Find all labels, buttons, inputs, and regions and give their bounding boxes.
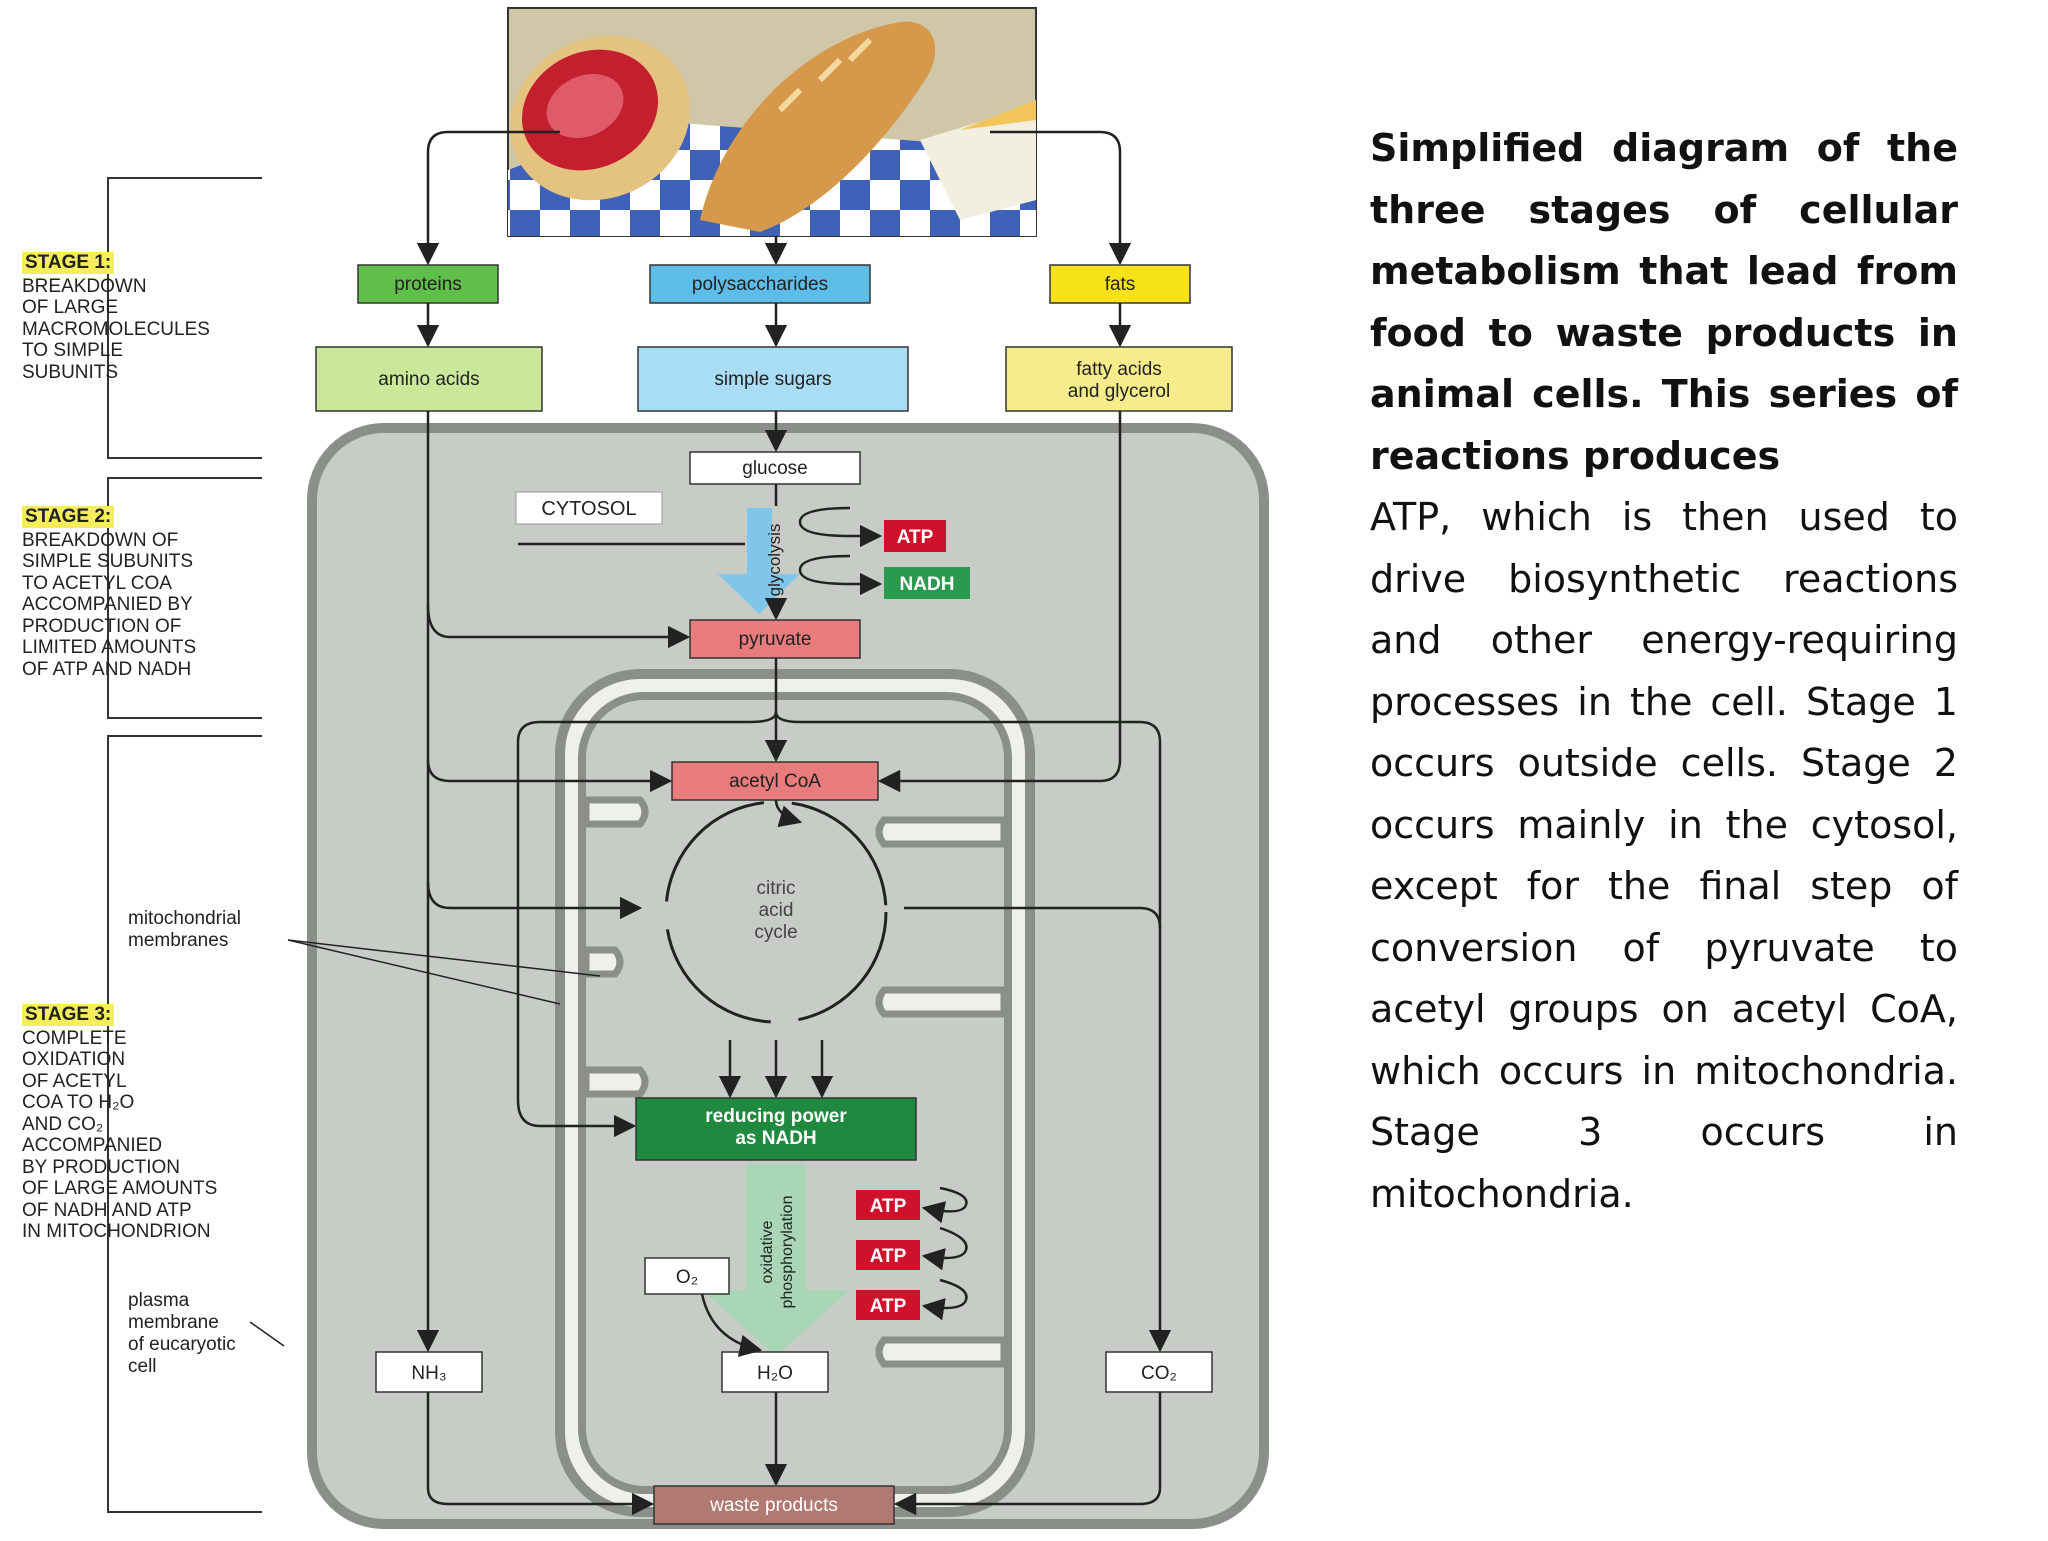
pathway-arrows [249, 130, 1172, 1516]
plasma-membrane-label-2: membrane [128, 1312, 219, 1333]
plasma-membrane-label-3: of eucaryotic [128, 1334, 236, 1355]
amino-acids-label: amino acids [378, 369, 479, 390]
stage-1-desc: BREAKDOWN OF LARGE MACROMOLECULES TO SIM… [22, 275, 210, 383]
stage-2-label: STAGE 2: BREAKDOWN OF SIMPLE SUBUNITS TO… [22, 506, 196, 680]
stage-1-bracket [107, 177, 262, 459]
diagram-svg: proteins polysaccharides fats amino acid… [107, 7, 1269, 1529]
plasma-membrane-label-1: plasma [128, 1290, 190, 1311]
stage-3-label: STAGE 3: COMPLETE OXIDATION OF ACETYL Co… [22, 1004, 217, 1243]
crista [582, 796, 649, 828]
stage-2-bracket [107, 477, 262, 719]
caption-bold-text: Simplified diagram of the three stages o… [1370, 126, 1958, 478]
co2-label: CO₂ [1141, 1363, 1177, 1384]
citric-label-3: cycle [754, 922, 797, 943]
fatty-acids-label-2: and glycerol [1068, 381, 1170, 402]
co2-box [1105, 1351, 1213, 1393]
mito-membranes-label-1: mitochondrial [128, 908, 241, 929]
atp-label-oxphos-3: ATP [870, 1296, 907, 1317]
o2-label: O₂ [676, 1267, 698, 1288]
fats-label: fats [1105, 274, 1136, 295]
atp-box-oxphos-3 [856, 1290, 920, 1320]
waste-products-box [653, 1485, 895, 1525]
glycolysis-label: glycolysis [765, 524, 784, 597]
glycolysis-arrow [718, 508, 800, 614]
pyruvate-box [689, 619, 861, 659]
proteins-box [357, 264, 499, 304]
food-photo [507, 7, 1037, 237]
atp-box-oxphos-1 [856, 1190, 920, 1220]
fatty-acids-box [1005, 346, 1233, 412]
atp-label-glycolysis: ATP [897, 527, 934, 548]
fatty-acids-label-1: fatty acids [1076, 359, 1162, 380]
polysaccharides-box [649, 264, 871, 304]
citric-acid-cycle-circle [664, 800, 888, 1024]
atp-box-glycolysis [884, 520, 946, 552]
stage-1-label: STAGE 1: BREAKDOWN OF LARGE MACROMOLECUL… [22, 252, 210, 383]
stage-brackets [107, 177, 262, 1513]
simple-sugars-label: simple sugars [714, 369, 831, 390]
crista [582, 1066, 649, 1098]
o2-box [644, 1257, 730, 1295]
cytosol-box [515, 491, 663, 525]
metabolism-diagram: STAGE 1: BREAKDOWN OF LARGE MACROMOLECUL… [22, 7, 1269, 1529]
oxphos-label-1: oxidative [759, 1220, 776, 1283]
oxphos-label-2: phosphorylation [779, 1196, 796, 1309]
h2o-box [721, 1351, 829, 1393]
stage-2-title: STAGE 2: [22, 506, 115, 528]
proteins-label: proteins [394, 274, 462, 295]
acetyl-coa-label: acetyl CoA [729, 771, 821, 792]
nh3-box [375, 1351, 483, 1393]
reducing-power-label-1: reducing power [705, 1106, 847, 1127]
nh3-label: NH₃ [411, 1363, 446, 1384]
crista [875, 1336, 1008, 1368]
mito-membranes-label-2: membranes [128, 930, 228, 951]
crista [582, 946, 624, 978]
atp-label-oxphos-1: ATP [870, 1196, 907, 1217]
polysaccharides-label: polysaccharides [692, 274, 828, 295]
nadh-label-glycolysis: NADH [900, 574, 955, 595]
glucose-label: glucose [742, 458, 808, 479]
citric-label-1: citric [756, 878, 795, 899]
waste-products-label: waste products [709, 1495, 838, 1516]
stage-1-title: STAGE 1: [22, 252, 115, 274]
stage-3-title: STAGE 3: [22, 1004, 115, 1026]
stage-3-desc: COMPLETE OXIDATION OF ACETYL CoA TO H₂O … [22, 1027, 218, 1243]
stage-3-bracket [107, 735, 262, 1513]
atp-label-oxphos-2: ATP [870, 1246, 907, 1267]
crista [875, 986, 1008, 1018]
fats-box [1049, 264, 1191, 304]
nadh-box-glycolysis [884, 567, 970, 599]
stage-2-desc: BREAKDOWN OF SIMPLE SUBUNITS TO ACETYL C… [22, 529, 197, 680]
oxphos-arrow [702, 1164, 850, 1356]
crista [875, 816, 1008, 848]
citric-label-2: acid [759, 900, 794, 921]
cytosol-label: CYTOSOL [541, 498, 636, 520]
atp-box-oxphos-2 [856, 1240, 920, 1270]
caption-body-text: ATP, which is then used to drive biosynt… [1370, 495, 1958, 1216]
figure-caption: Simplified diagram of the three stages o… [1370, 118, 1958, 1225]
glucose-box [689, 451, 861, 485]
plasma-membrane-label-4: cell [128, 1356, 157, 1377]
h2o-label: H₂O [757, 1363, 793, 1384]
pyruvate-label: pyruvate [739, 629, 812, 650]
reducing-power-label-2: as NADH [735, 1128, 816, 1149]
